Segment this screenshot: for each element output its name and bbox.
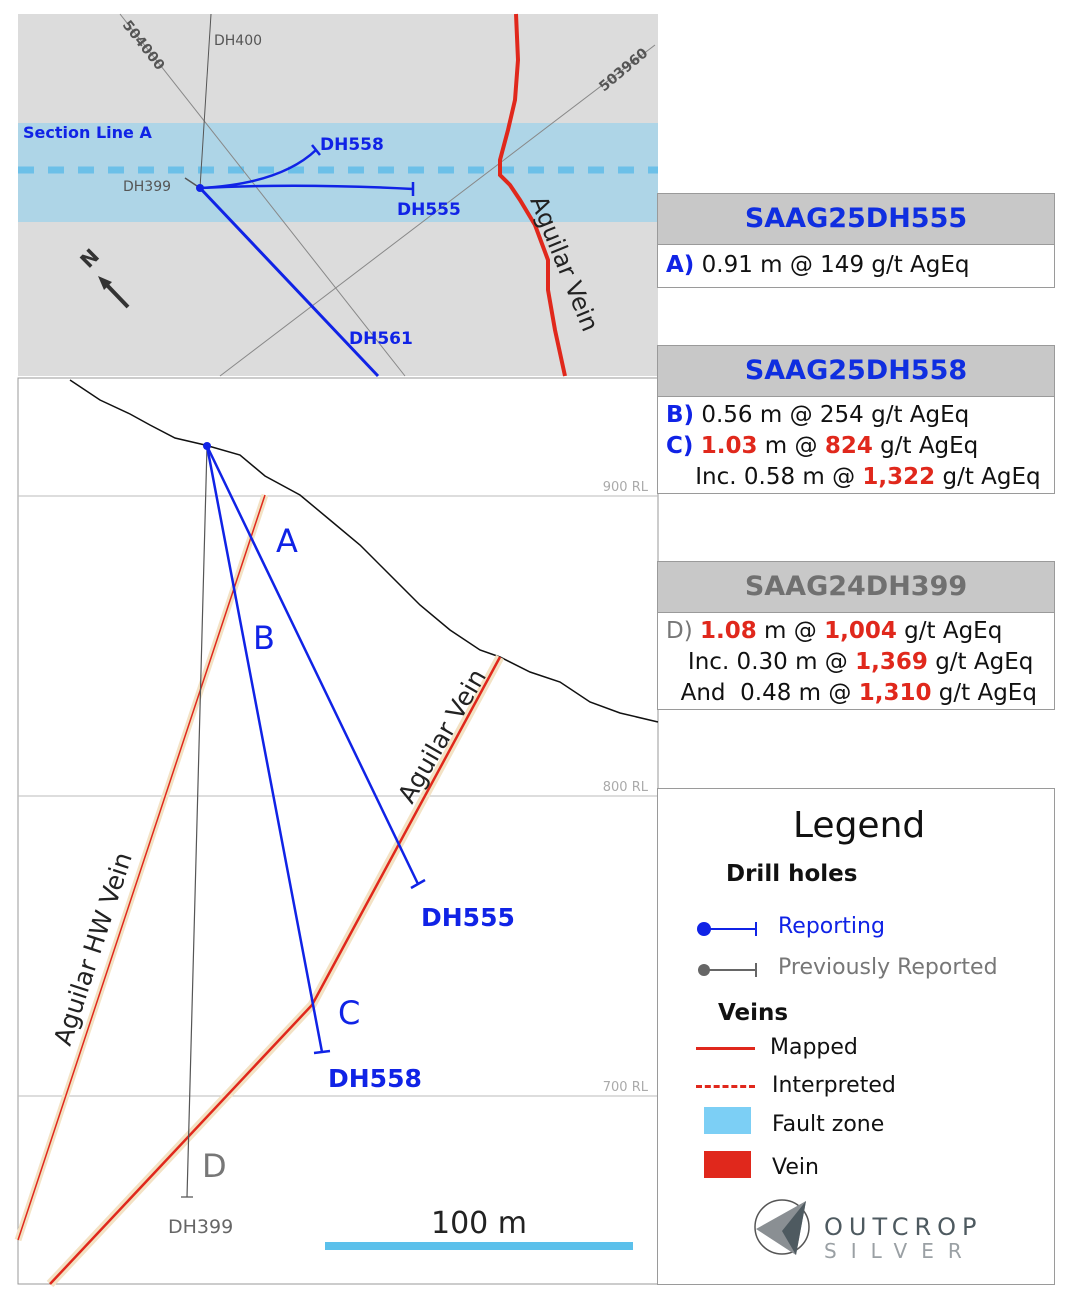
drillhole-dh558-plan <box>199 144 321 190</box>
result-line: D) 1.08 m @ 1,004 g/t AgEq <box>666 618 1003 644</box>
scale-label: 100 m <box>431 1206 527 1241</box>
legend-heading: Drill holes <box>726 861 858 887</box>
intercept-label: D <box>202 1147 227 1185</box>
legend-item: Reporting <box>778 914 885 939</box>
outcrop-logo-icon <box>754 1199 810 1255</box>
hole-label: DH399 <box>168 1216 233 1238</box>
section-line-label: Section Line A <box>23 123 152 142</box>
fault-zone-swatch <box>704 1107 751 1134</box>
result-box-dh555: SAAG25DH555 A) 0.91 m @ 149 g/t AgEq <box>657 193 1055 288</box>
fault-zone-band <box>18 123 658 222</box>
logo-text: OUTCROP <box>824 1213 983 1241</box>
result-line: And 0.48 m @ 1,310 g/t AgEq <box>666 680 1037 706</box>
hole-label: DH555 <box>421 903 515 932</box>
result-line: A) 0.91 m @ 149 g/t AgEq <box>666 252 970 278</box>
rl-label: 700 RL <box>603 1080 649 1095</box>
scale-bar <box>325 1242 633 1250</box>
legend-item: Mapped <box>770 1035 858 1060</box>
grid-line-503960 <box>219 44 656 377</box>
intercept-label: B <box>253 619 275 657</box>
result-box-dh399: SAAG24DH399 D) 1.08 m @ 1,004 g/t AgEq I… <box>657 561 1055 710</box>
collar <box>203 442 211 450</box>
grid-line-504000 <box>119 13 406 377</box>
drillhole-dh561 <box>198 186 380 378</box>
legend-title: Legend <box>793 805 926 846</box>
result-box-dh558: SAAG25DH558 B) 0.56 m @ 254 g/t AgEq C) … <box>657 345 1055 494</box>
aguilar-vein-trace <box>498 13 567 377</box>
drillhole-dh558 <box>205 445 331 1055</box>
result-title: SAAG24DH399 <box>658 562 1054 613</box>
hole-label: DH561 <box>349 329 413 349</box>
interpreted-line-icon <box>696 1085 755 1088</box>
intercept-label: C <box>338 994 360 1032</box>
aguilar-hw-vein <box>14 493 269 1242</box>
legend: Legend Drill holes Reporting Previously … <box>657 788 1055 1285</box>
drillhole-dh399 <box>181 445 208 1198</box>
vein-swatch <box>704 1151 751 1178</box>
plan-map: 504000 503960 DH400 DH399 DH558 DH555 DH… <box>18 13 658 378</box>
logo-text: SILVER <box>824 1239 976 1263</box>
rl-label: 900 RL <box>603 480 649 495</box>
result-line: Inc. 0.58 m @ 1,322 g/t AgEq <box>666 464 1041 490</box>
result-line: C) 1.03 m @ 824 g/t AgEq <box>666 433 979 459</box>
hole-label: DH555 <box>397 200 461 220</box>
result-title: SAAG25DH558 <box>658 346 1054 397</box>
hole-label: DH558 <box>320 135 384 155</box>
cross-section: 900 RL 800 RL 700 RL A B C D DH555 DH558… <box>14 377 659 1288</box>
collar <box>196 184 204 192</box>
hole-label: DH399 <box>123 179 171 195</box>
reporting-symbol-icon <box>697 922 757 977</box>
legend-item: Interpreted <box>772 1073 896 1098</box>
intercept-label: A <box>276 522 298 560</box>
result-line: B) 0.56 m @ 254 g/t AgEq <box>666 402 970 428</box>
drillhole-dh400 <box>199 13 212 189</box>
legend-heading: Veins <box>718 1000 789 1026</box>
hole-label: DH400 <box>214 33 262 49</box>
result-title: SAAG25DH555 <box>658 194 1054 245</box>
result-line: Inc. 0.30 m @ 1,369 g/t AgEq <box>666 649 1034 675</box>
hole-label: DH558 <box>328 1064 422 1093</box>
legend-item: Previously Reported <box>778 955 998 980</box>
legend-item: Fault zone <box>772 1112 885 1137</box>
legend-item: Vein <box>772 1155 819 1180</box>
mapped-line-icon <box>696 1047 755 1050</box>
rl-label: 800 RL <box>603 780 649 795</box>
topography <box>69 379 659 723</box>
drillhole-dh555 <box>205 445 426 890</box>
